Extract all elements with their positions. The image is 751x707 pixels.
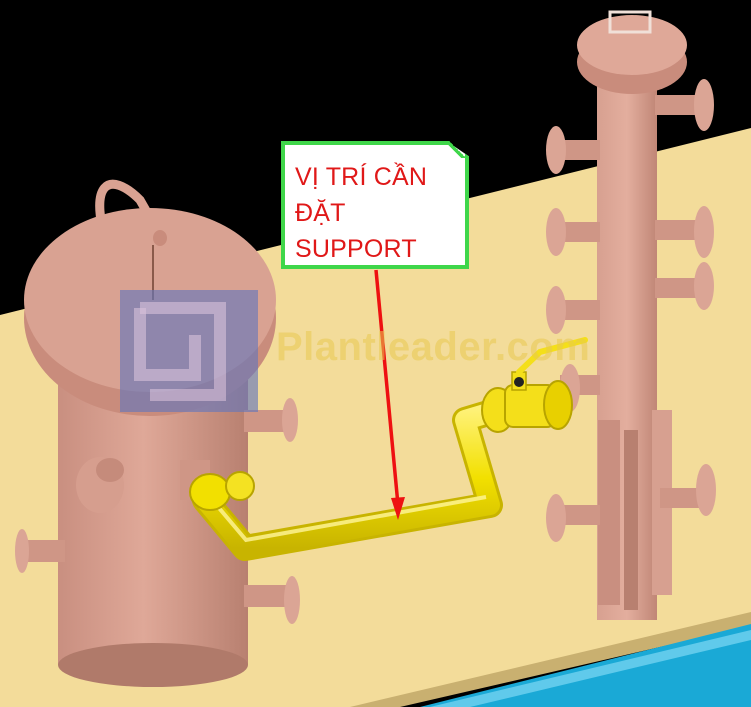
callout-line-1: VỊ TRÍ CẦN bbox=[295, 163, 428, 191]
plantleader-logo bbox=[120, 290, 258, 412]
column-nozzle bbox=[546, 126, 600, 174]
column-nozzle bbox=[546, 286, 600, 334]
column-nozzle bbox=[655, 262, 714, 310]
right-column bbox=[546, 10, 716, 620]
blue-edge-strip bbox=[420, 624, 751, 707]
callout-line-3: SUPPORT bbox=[295, 235, 417, 263]
column-nozzle bbox=[655, 206, 714, 258]
valve-handle bbox=[516, 337, 588, 375]
vessel-nozzle bbox=[15, 529, 65, 573]
column-nozzle bbox=[546, 494, 600, 542]
pipe-flange bbox=[189, 473, 231, 511]
watermark-text: Plantleader.com bbox=[276, 325, 591, 369]
column-nozzle bbox=[546, 208, 600, 256]
vessel-nozzle bbox=[244, 576, 300, 624]
column-nozzle bbox=[655, 79, 714, 131]
callout-box: VỊ TRÍ CẦN ĐẶT SUPPORT bbox=[281, 141, 469, 269]
vessel-nozzle bbox=[76, 457, 124, 513]
valve bbox=[481, 337, 588, 433]
yellow-pipe bbox=[189, 395, 518, 561]
callout-arrow bbox=[374, 269, 405, 520]
callout-corner-fold bbox=[446, 141, 469, 158]
slab-edge bbox=[350, 612, 751, 707]
callout-line-2: ĐẶT bbox=[295, 199, 346, 227]
vessel-nozzle bbox=[244, 398, 298, 442]
column-nozzle bbox=[660, 464, 716, 516]
